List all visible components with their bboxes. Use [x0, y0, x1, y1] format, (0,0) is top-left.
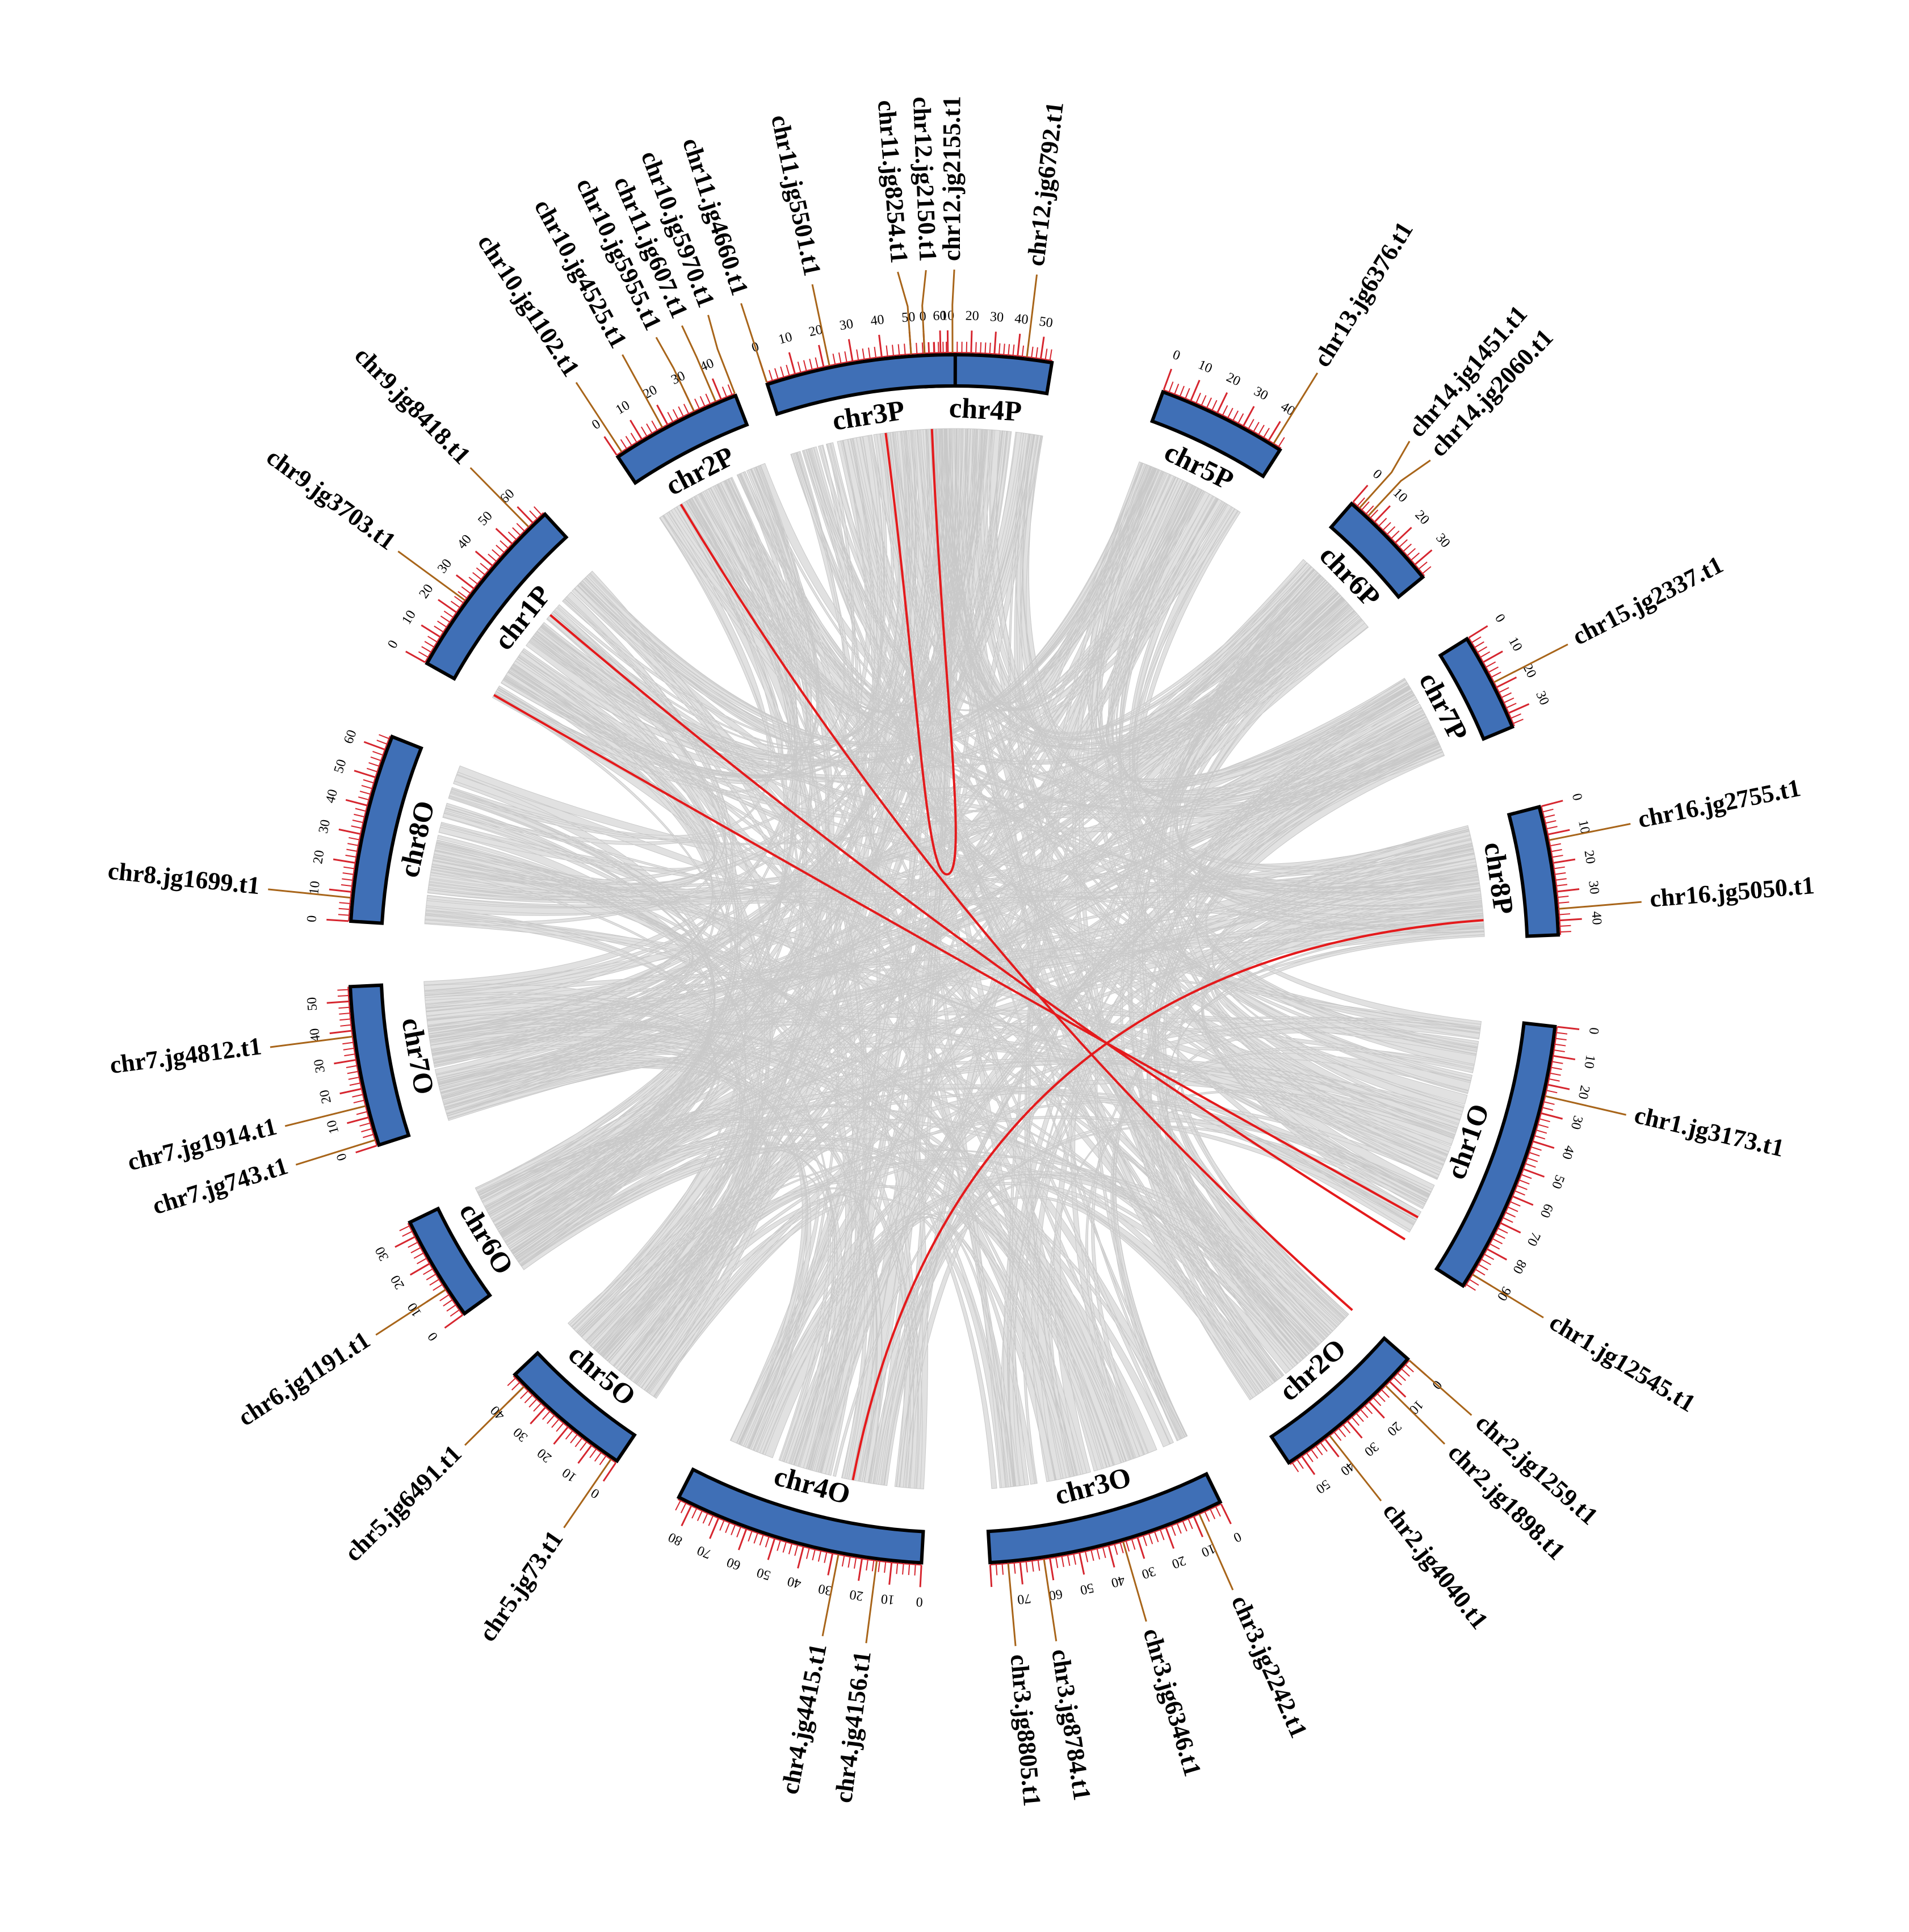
- tick-label: 20: [1581, 849, 1597, 865]
- major-tick: [971, 330, 972, 352]
- minor-tick: [928, 342, 929, 353]
- tick-label: 20: [965, 309, 979, 324]
- minor-tick: [922, 342, 923, 353]
- minor-tick: [914, 1565, 915, 1576]
- tick-label: 40: [1014, 312, 1029, 327]
- minor-tick: [934, 342, 935, 353]
- minor-tick: [916, 343, 917, 354]
- minor-tick: [980, 342, 981, 353]
- tick-label: 10: [1581, 1054, 1598, 1070]
- tick-label: 0: [916, 1594, 923, 1610]
- tick-label: 60: [933, 309, 947, 324]
- tick-label: 30: [1585, 880, 1602, 895]
- tick-label: 30: [989, 309, 1004, 325]
- minor-tick: [1560, 931, 1571, 932]
- tick-label: 70: [1017, 1591, 1032, 1607]
- minor-tick: [990, 343, 991, 354]
- minor-tick: [996, 1564, 997, 1575]
- tick-label: 0: [304, 915, 320, 923]
- tick-label: 10: [880, 1591, 896, 1607]
- tick-label: 40: [870, 312, 885, 329]
- chromosome-label: chr4P: [949, 391, 1023, 427]
- tick-label: 30: [311, 1058, 328, 1074]
- tick-label: 40: [1588, 911, 1604, 926]
- tick-label: 50: [1038, 314, 1054, 331]
- major-tick: [940, 330, 941, 352]
- major-tick: [920, 1565, 921, 1587]
- tick-label: 20: [849, 1587, 865, 1603]
- tick-label: 50: [304, 997, 320, 1011]
- minor-tick: [338, 914, 349, 915]
- tick-label: 20: [311, 849, 327, 865]
- tick-label: 30: [838, 317, 854, 334]
- minor-tick: [999, 343, 1000, 354]
- gene-label: chr12.jg2155.t1: [938, 96, 966, 261]
